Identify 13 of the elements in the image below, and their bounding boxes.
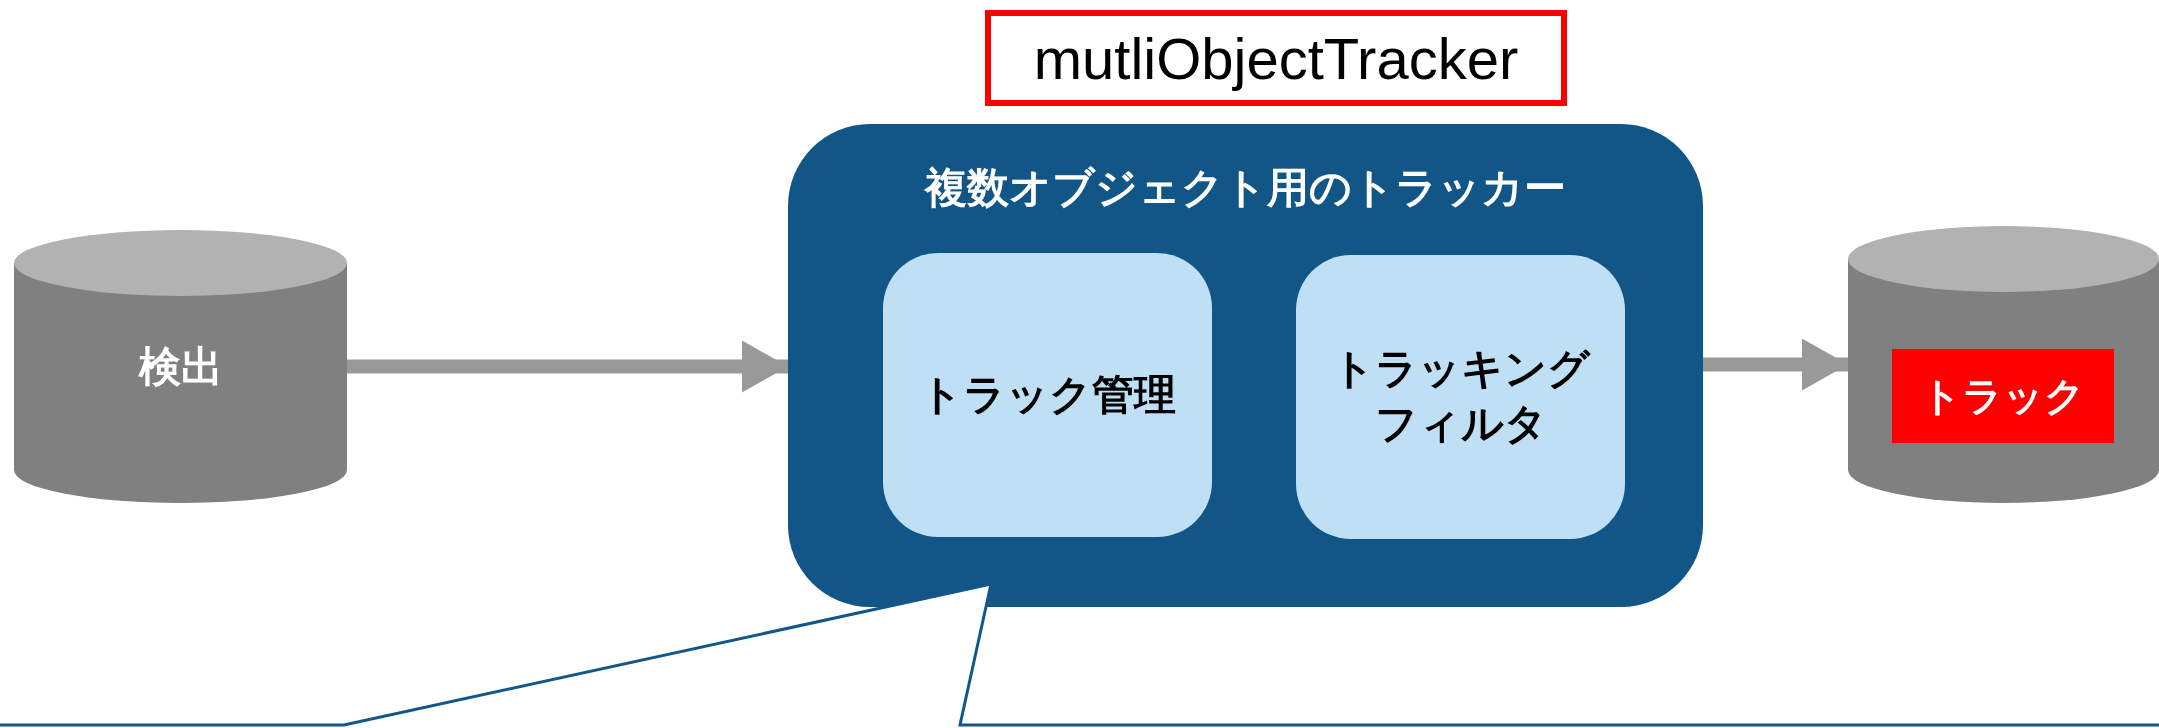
node-text: トラッキングフィルタ [1330,343,1592,450]
process-box [883,253,1212,537]
node-text: トラック管理 [919,368,1176,421]
output-box [1892,349,2114,443]
arrow [1703,338,1848,391]
arrow [347,340,788,393]
title-box [985,10,1567,106]
tracker-panel [788,124,1703,607]
node-text: トラック [1921,371,2085,421]
node-text: mutliObjectTracker [1033,24,1519,92]
node-text: 検出 [138,340,223,393]
process-box [1296,255,1625,539]
node-text: 複数オブジェクト用のトラッカー [925,162,1566,214]
